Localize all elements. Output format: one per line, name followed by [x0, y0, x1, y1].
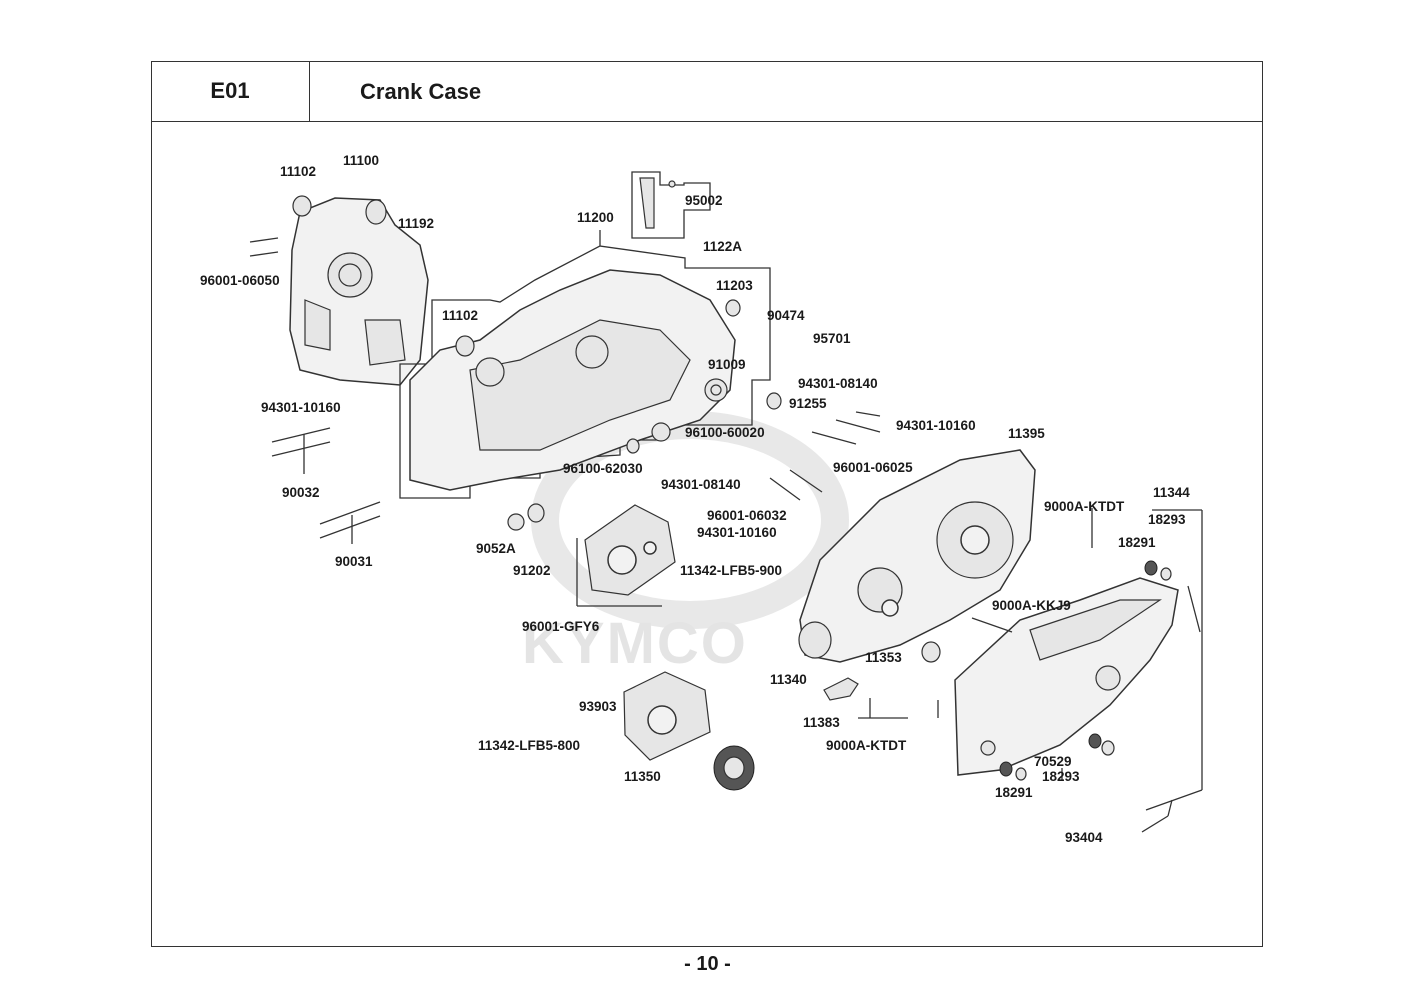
part-labels: 11102 11100 11192 96001-06050 95002 1122… [200, 153, 1190, 845]
part-label: 1122A [703, 239, 742, 254]
page-number: - 10 - [684, 953, 731, 975]
part-label: 96100-60020 [685, 425, 765, 440]
part-label: 90031 [335, 554, 373, 569]
part-label: 93404 [1065, 830, 1103, 845]
part-label: 18293 [1148, 512, 1186, 527]
section-code: E01 [151, 61, 310, 122]
leader-lines [858, 508, 1203, 811]
part-label: 11383 [803, 715, 840, 730]
part-label: 96001-GFY6 [522, 619, 600, 634]
part-label: 93903 [579, 699, 617, 714]
bolts-96001-06050 [249, 237, 279, 257]
part-label: 95701 [813, 331, 851, 346]
part-label: 11353 [865, 650, 902, 665]
part-label: 11200 [577, 210, 614, 225]
part-label: 11342-LFB5-800 [478, 738, 580, 753]
small-parts-center [507, 299, 782, 531]
part-label: 9000A-KTDT [826, 738, 907, 753]
part-label: 11395 [1008, 426, 1045, 441]
part-label: 9000A-KKJ9 [992, 598, 1071, 613]
part-label: 11342-LFB5-900 [680, 563, 782, 578]
breather-pipe-inset [631, 171, 711, 239]
part-label: 70529 [1034, 754, 1072, 769]
part-label: 11192 [398, 216, 434, 231]
part-label: 11340 [770, 672, 807, 687]
crankcase-left-half [289, 195, 429, 386]
part-label: 11102 [280, 164, 316, 179]
part-label: 18291 [1118, 535, 1156, 550]
part-label: 91009 [708, 357, 746, 372]
part-label: 18293 [1042, 769, 1080, 784]
part-label: 11350 [624, 769, 661, 784]
gasket-11342-lfb5-800 [623, 671, 755, 791]
part-label: 90032 [282, 485, 320, 500]
part-label: 96001-06025 [833, 460, 913, 475]
part-label: 94301-10160 [896, 418, 976, 433]
part-label: 11100 [343, 153, 379, 168]
part-label: 91255 [789, 396, 827, 411]
part-label: 11203 [716, 278, 753, 293]
part-label: 11344 [1153, 485, 1190, 500]
part-label: 96001-06032 [707, 508, 787, 523]
part-label: 9052A [476, 541, 516, 556]
part-label: 94301-10160 [261, 400, 341, 415]
part-label: 11102 [442, 308, 478, 323]
part-label: 90474 [767, 308, 805, 323]
part-label: 96100-62030 [563, 461, 643, 476]
title-row: Crank Case [310, 61, 1263, 122]
part-label: 95002 [685, 193, 723, 208]
bolts-96001-06025 [769, 411, 881, 501]
clutch-cover-11340 [798, 449, 1036, 663]
part-label: 96001-06050 [200, 273, 280, 288]
part-label: 18291 [995, 785, 1033, 800]
studs-90032-90031 [271, 427, 381, 544]
part-label: 94301-08140 [661, 477, 741, 492]
part-label: 9000A-KTDT [1044, 499, 1125, 514]
small-parts-right [823, 560, 1201, 833]
part-label: 91202 [513, 563, 551, 578]
diagram-frame [151, 61, 1263, 947]
gasket-11342-lfb5-900 [576, 504, 676, 607]
page-title: Crank Case [360, 79, 482, 104]
watermark-text: KYMCO [522, 611, 748, 676]
outer-cover-11344 [954, 577, 1179, 776]
part-label: 94301-10160 [697, 525, 777, 540]
part-label: 94301-08140 [798, 376, 878, 391]
